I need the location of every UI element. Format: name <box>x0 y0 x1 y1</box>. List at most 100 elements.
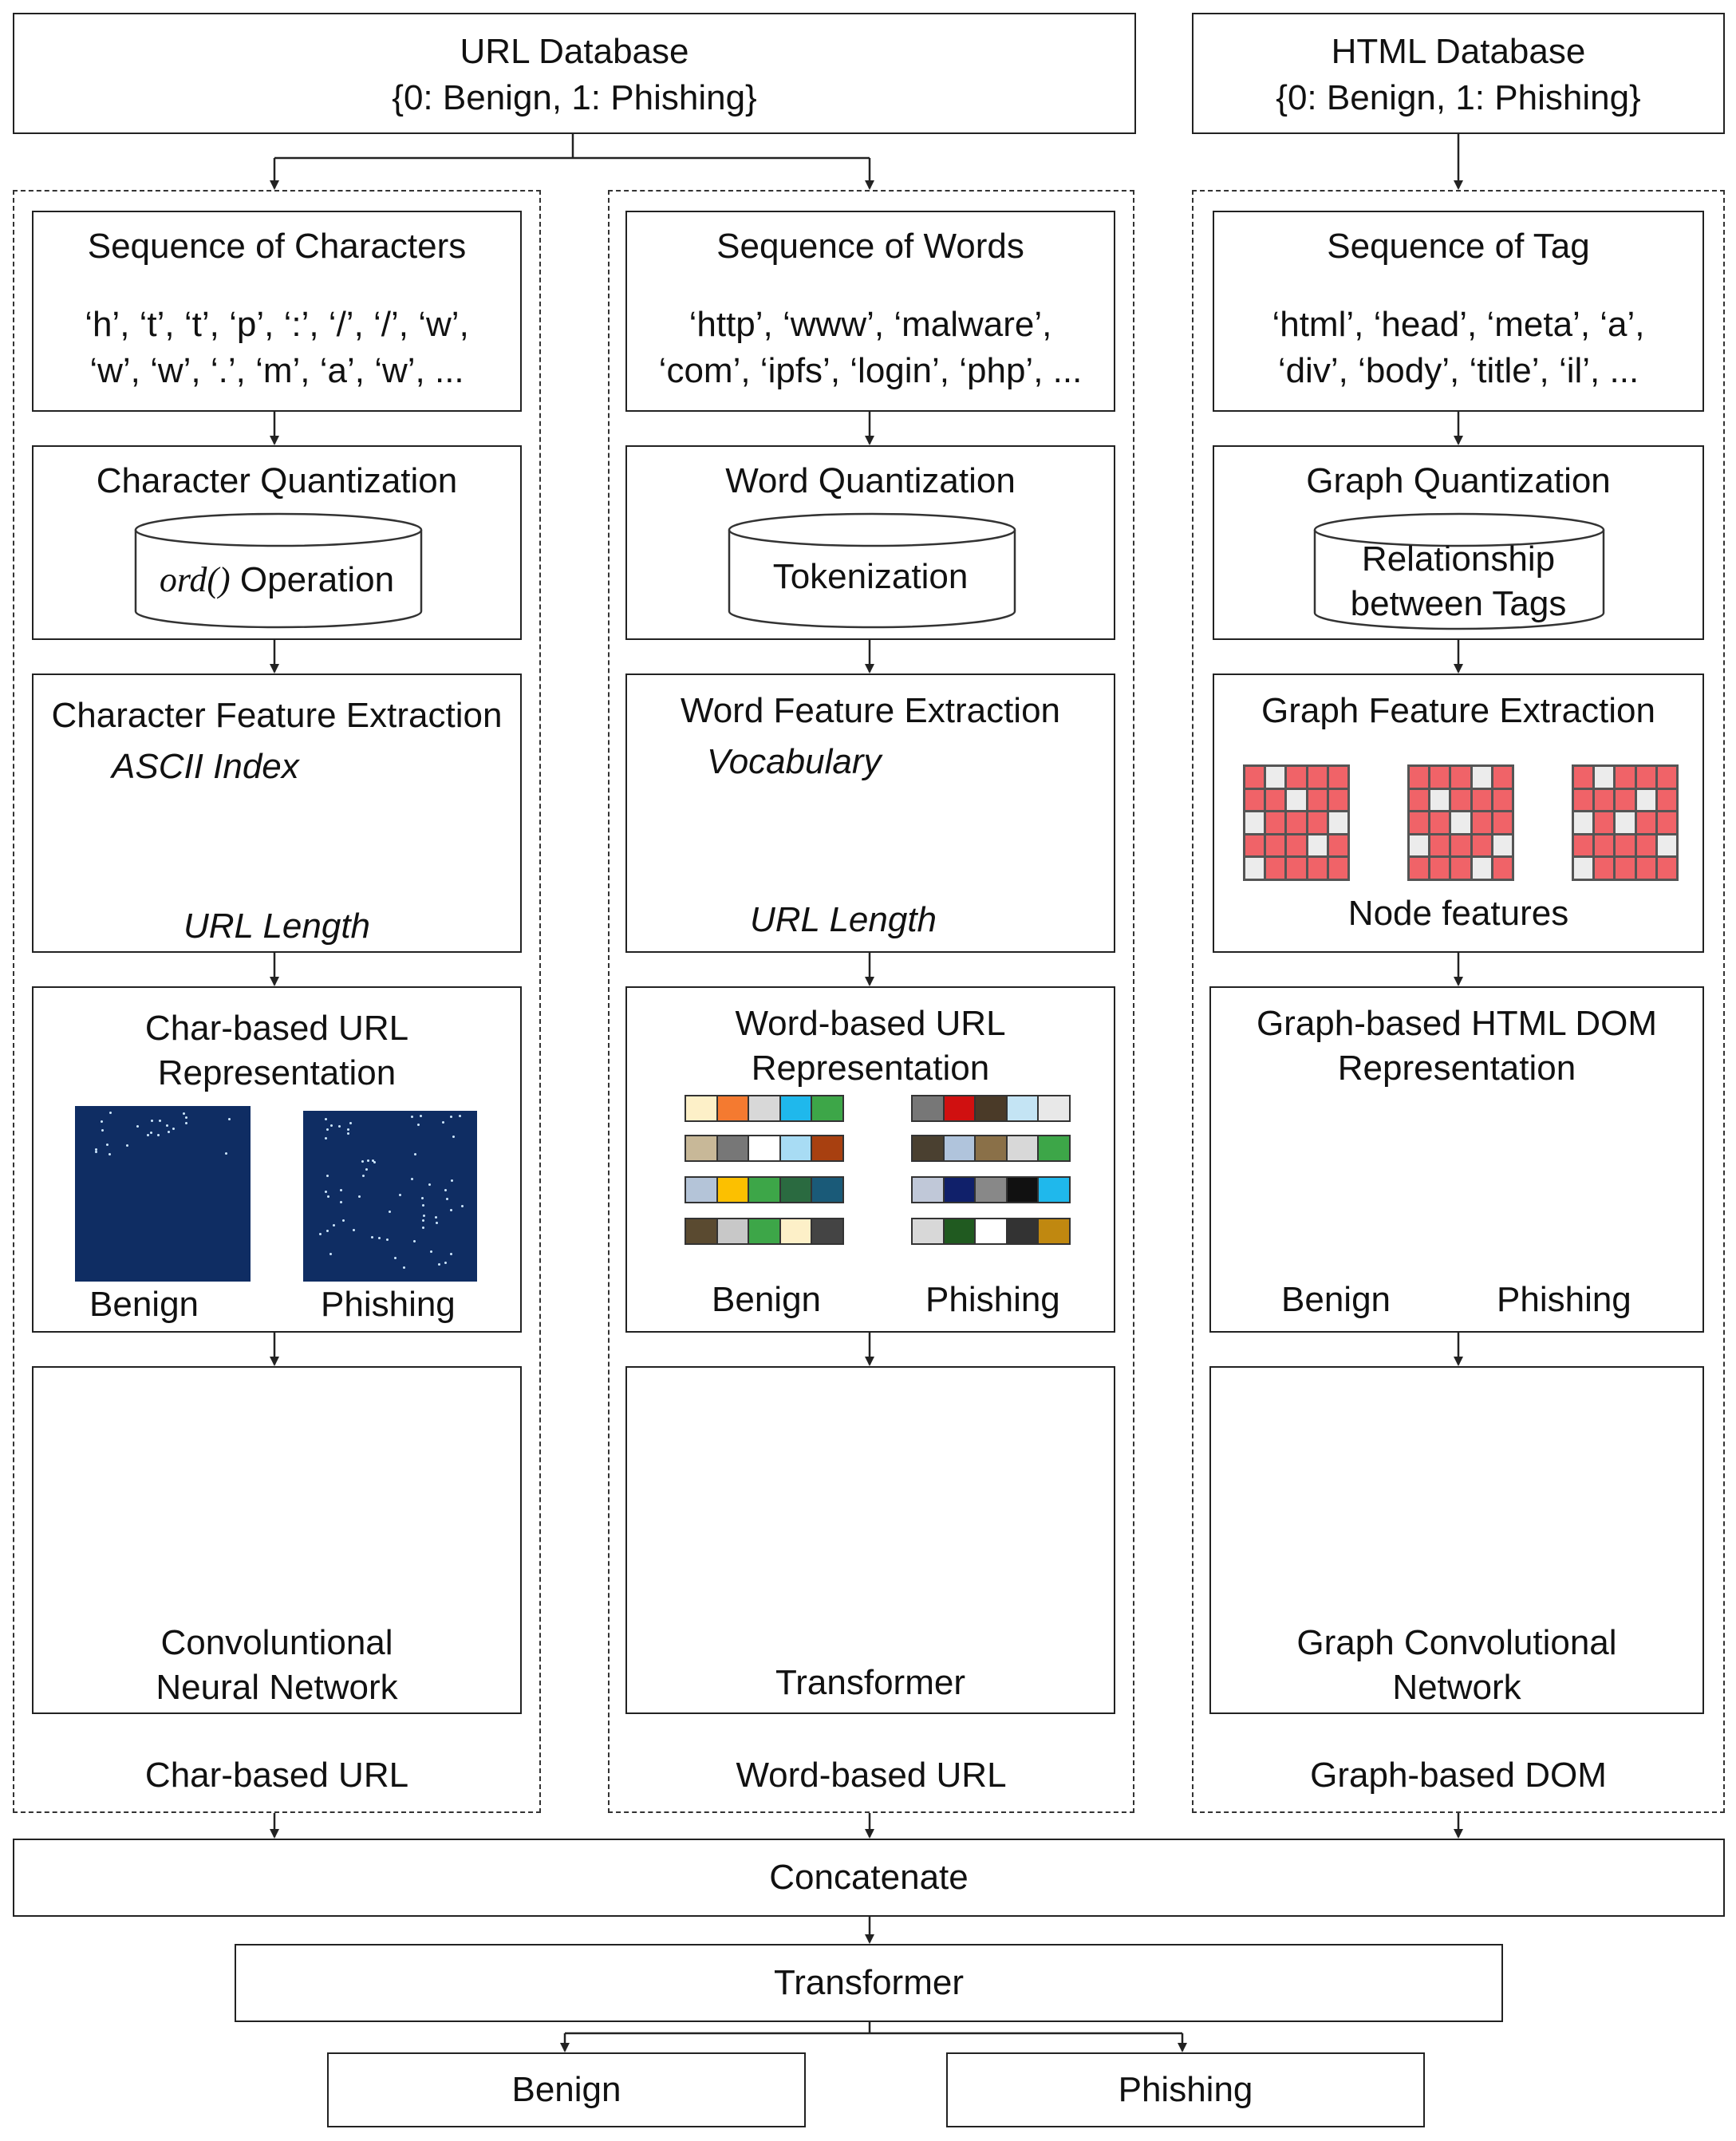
graph-sequence-box: Sequence of Tag ‘html’, ‘head’, ‘meta’, … <box>1213 211 1704 412</box>
word-feature-ylabel: Vocabulary <box>707 742 882 781</box>
matrix-dot <box>325 1118 327 1121</box>
matrix-dot <box>366 1159 369 1162</box>
phishing-embedding-row <box>911 1218 1071 1245</box>
matrix-dot <box>398 1194 401 1197</box>
matrix-dot <box>165 1124 168 1127</box>
graph-feature-title: Graph Feature Extraction <box>1261 691 1655 730</box>
phishing-embedding-row <box>911 1135 1071 1162</box>
matrix-dot <box>95 1150 98 1153</box>
output-phishing-label: Phishing <box>1118 2070 1253 2109</box>
ord-function: ord() <box>159 560 231 599</box>
graph-model-box: Graph Convolutional Network <box>1209 1366 1704 1714</box>
graph-branch-label: Graph-based DOM <box>1310 1756 1607 1795</box>
char-benign-label: Benign <box>89 1285 199 1324</box>
matrix-dot <box>442 1120 445 1124</box>
node-feature-matrix <box>1407 764 1514 881</box>
matrix-dot <box>385 1238 389 1241</box>
word-sequence-line1: ‘http’, ‘www’, ‘malware’, <box>688 305 1052 344</box>
word-quant-cylinder <box>728 512 1016 629</box>
matrix-dot <box>450 1179 453 1182</box>
char-feature-title: Character Feature Extraction <box>51 696 503 735</box>
matrix-dot <box>460 1204 464 1207</box>
matrix-dot <box>435 1221 438 1224</box>
matrix-dot <box>126 1144 129 1147</box>
matrix-dot <box>319 1232 322 1235</box>
matrix-dot <box>106 1144 109 1147</box>
node-feature-matrix <box>1572 764 1679 881</box>
url-db-split-arrow <box>270 134 1463 190</box>
phishing-embedding-row <box>911 1176 1071 1203</box>
char-rep-title2: Representation <box>157 1053 397 1092</box>
url-database-box: URL Database {0: Benign, 1: Phishing} <box>13 13 1136 134</box>
matrix-dot <box>421 1197 424 1200</box>
matrix-dot <box>158 1120 161 1123</box>
matrix-dot <box>347 1132 350 1136</box>
graph-representation-box: Graph-based HTML DOM Representation Beni… <box>1209 986 1704 1333</box>
node-features-caption: Node features <box>1347 894 1569 933</box>
column-arrows <box>270 412 1463 2052</box>
matrix-dot <box>227 1117 231 1120</box>
graph-phishing-label: Phishing <box>1497 1280 1631 1319</box>
matrix-dot <box>329 1252 332 1255</box>
benign-embedding-row <box>685 1095 844 1122</box>
word-rep-title2: Representation <box>751 1049 990 1088</box>
matrix-dot <box>330 1124 333 1127</box>
matrix-dot <box>421 1203 424 1207</box>
matrix-dot <box>333 1223 336 1227</box>
graph-quant-op-line1: Relationship <box>1361 539 1556 579</box>
matrix-dot <box>326 1230 329 1233</box>
gcn-label-line2: Network <box>1392 1668 1521 1707</box>
matrix-dot <box>428 1183 432 1186</box>
benign-embedding-row <box>685 1218 844 1245</box>
char-feature-xlabel: URL Length <box>183 907 371 946</box>
word-sequence-title: Sequence of Words <box>716 227 1024 266</box>
matrix-dot <box>365 1168 368 1171</box>
matrix-dot <box>108 1153 112 1156</box>
matrix-dot <box>172 1128 175 1130</box>
graph-sequence-line1: ‘html’, ‘head’, ‘meta’, ‘a’, <box>1272 305 1645 344</box>
matrix-dot <box>339 1189 342 1192</box>
char-quantization-box: Character Quantization ord() Operation <box>32 445 522 640</box>
operation-label: Operation <box>230 560 395 599</box>
matrix-dot <box>361 1160 364 1163</box>
word-benign-label: Benign <box>712 1280 822 1319</box>
word-feature-xlabel: URL Length <box>750 900 937 939</box>
matrix-dot <box>411 1177 414 1180</box>
fusion-transformer-box: Transformer <box>235 1944 1503 2022</box>
char-sequence-title: Sequence of Characters <box>87 227 467 266</box>
word-rep-title1: Word-based URL <box>735 1004 1006 1043</box>
matrix-dot <box>434 1215 437 1219</box>
char-sequence-box: Sequence of Characters ‘h’, ‘t’, ‘t’, ‘p… <box>32 211 522 412</box>
benign-embedding-row <box>685 1176 844 1203</box>
matrix-dot <box>327 1195 330 1199</box>
url-database-title: URL Database <box>460 32 689 71</box>
graph-quantization-box: Graph Quantization Relationship between … <box>1213 445 1704 640</box>
char-branch-container <box>13 190 541 1813</box>
matrix-dot <box>388 1211 391 1214</box>
matrix-dot <box>414 1153 417 1156</box>
matrix-dot <box>370 1236 373 1239</box>
matrix-dot <box>353 1229 356 1232</box>
matrix-dot <box>393 1257 397 1260</box>
matrix-dot <box>416 1124 420 1127</box>
matrix-dot <box>430 1250 433 1254</box>
html-database-title: HTML Database <box>1331 32 1586 71</box>
matrix-dot <box>444 1189 448 1192</box>
graph-rep-title2: Representation <box>1337 1049 1576 1088</box>
html-database-labels: {0: Benign, 1: Phishing} <box>1276 78 1641 117</box>
matrix-dot <box>402 1266 405 1270</box>
output-phishing-box: Phishing <box>946 2052 1425 2127</box>
matrix-dot <box>146 1133 149 1136</box>
matrix-dot <box>450 1115 453 1118</box>
graph-sequence-line2: ‘div’, ‘body’, ‘title’, ‘il’, ... <box>1277 351 1639 390</box>
matrix-dot <box>101 1128 104 1132</box>
url-database-labels: {0: Benign, 1: Phishing} <box>392 78 757 117</box>
matrix-dot <box>422 1226 425 1229</box>
matrix-dot <box>371 1159 374 1162</box>
char-sequence-line2: ‘w’, ‘w’, ‘.’, ‘m’, ‘a’, ‘w’, ... <box>89 351 464 390</box>
matrix-dot <box>94 1148 97 1151</box>
output-benign-label: Benign <box>511 2070 621 2109</box>
concatenate-label: Concatenate <box>769 1858 969 1897</box>
word-sequence-box: Sequence of Words ‘http’, ‘www’, ‘malwar… <box>625 211 1115 412</box>
matrix-dot <box>349 1122 353 1125</box>
